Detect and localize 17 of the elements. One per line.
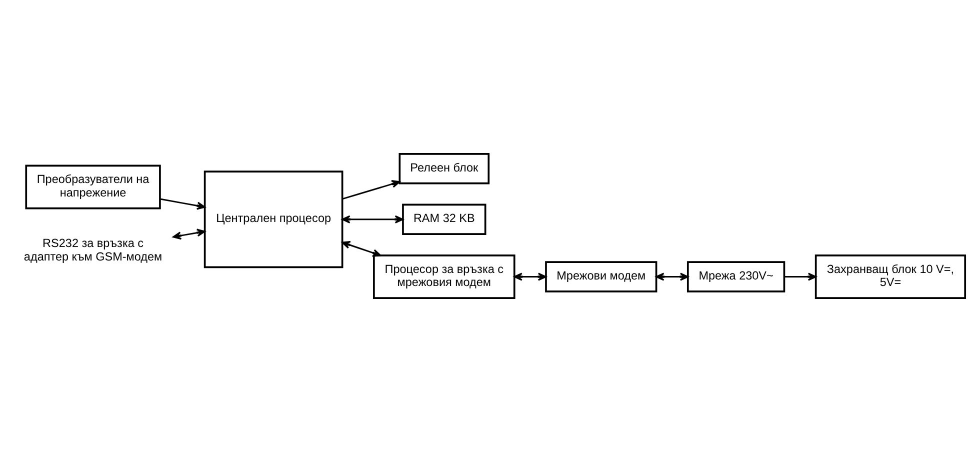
node-text: RS232 за връзка с адаптер към GSM-модем	[24, 236, 162, 263]
arrow	[160, 198, 206, 210]
arrow	[342, 214, 404, 223]
node-box: RAM 32 KB	[402, 203, 486, 234]
node-box: Централен процесор	[204, 170, 344, 268]
node-box: Захранващ блок 10 V=, 5V=	[814, 254, 966, 298]
arrow	[342, 180, 400, 200]
arrow	[784, 272, 817, 280]
arrow	[172, 228, 206, 240]
node-box: Преобразуватели на напрежение	[25, 164, 161, 209]
arrow	[342, 240, 382, 256]
node-box: Мрежови модем	[545, 260, 658, 292]
node-box: Релеен блок	[398, 152, 490, 184]
arrow	[514, 272, 547, 280]
arrow	[656, 272, 689, 280]
node-box: Мрежа 230V~	[686, 260, 786, 292]
node-box: Процесор за връзка с мрежовия модем	[373, 254, 516, 298]
